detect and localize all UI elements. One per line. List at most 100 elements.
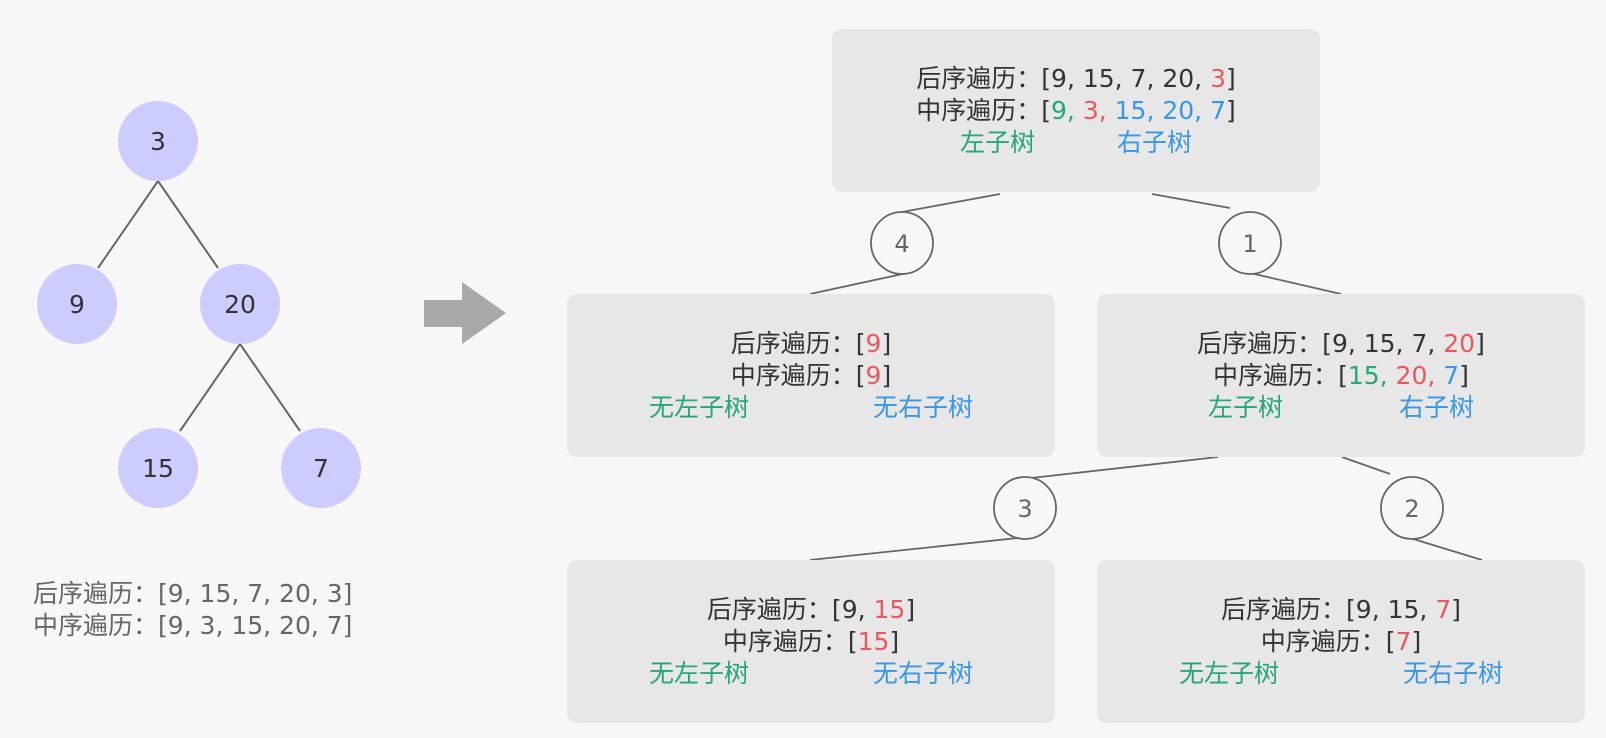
step-badge-4-label: 4 [894,230,909,258]
step-badge-2: 2 [1380,476,1444,540]
inorder-label: 中序遍历： [730,360,856,390]
left-subtree-label: 左子树 [1208,392,1284,422]
box-right-mid: 后序遍历：[9, 15, 7, 20] 中序遍历：[15, 20, 7] 左子树… [1097,294,1585,457]
caption-postorder: 后序遍历：[9, 15, 7, 20, 3] [33,579,353,608]
right-subtree-label: 右子树 [1398,392,1474,422]
tree-node-3-label: 3 [150,127,166,156]
traversal-caption: 后序遍历：[9, 15, 7, 20, 3] 中序遍历：[9, 3, 15, 2… [33,578,352,642]
step-badge-4: 4 [870,211,934,275]
no-right-subtree-label: 无右子树 [1402,658,1503,688]
step-badge-1-label: 1 [1242,230,1257,258]
inorder-root: 15 [857,626,890,656]
tree-node-9-circle [37,264,117,344]
tree-node-3: 3 [118,101,198,181]
inorder-right: 7 [1443,360,1460,390]
box-right-mid-subtrees: 左子树 右子树 [1208,392,1474,424]
step-badge-4-circle [870,211,934,275]
inorder-left: 9, [1051,95,1083,125]
tree-node-15-label: 15 [142,454,174,483]
box-right-bottom-subtrees: 无左子树 无右子树 [1179,658,1503,690]
connector-rightmid-to-rightbottom-lower [1409,537,1483,561]
box-root-inorder: 中序遍历：[9, 3, 15, 20, 7] [916,95,1236,125]
tree-node-20: 20 [200,264,280,344]
inorder-root: 3, [1082,95,1115,125]
caption-inorder: 中序遍历：[9, 3, 15, 20, 7] [33,611,353,640]
box-left-bottom: 后序遍历：[9, 15] 中序遍历：[15] 无左子树 无右子树 [567,560,1055,723]
box-right-bottom-postorder: 后序遍历：[9, 15, 7] [1221,594,1461,624]
postorder-rest: 9, 15, 7, [1331,328,1444,358]
tree-node-9: 9 [37,264,117,344]
edge-20-7 [239,343,301,432]
tree-node-9-label: 9 [69,290,85,319]
inorder-root: 9 [865,360,882,390]
box-left-mid-inorder: 中序遍历：[9] [730,360,892,390]
edge-3-9 [97,180,159,269]
inorder-label: 中序遍历： [722,626,848,656]
inorder-label: 中序遍历： [1213,360,1339,390]
box-left-mid: 后序遍历：[9] 中序遍历：[9] 无左子树 无右子树 [567,294,1055,457]
postorder-root-value: 15 [873,594,906,624]
postorder-label: 后序遍历： [1221,594,1347,624]
connector-top-to-left-upper [901,193,1001,213]
step-badge-3-label: 3 [1017,495,1032,523]
inorder-root: 20, [1395,360,1444,390]
box-left-bottom-postorder: 后序遍历：[9, 15] [706,594,916,624]
box-left-mid-subtrees: 无左子树 无右子树 [649,392,973,424]
step-badge-1: 1 [1218,211,1282,275]
postorder-root-value: 20 [1443,328,1476,358]
edge-3-20 [157,180,219,269]
step-badge-3: 3 [993,476,1057,540]
no-right-subtree-label: 无右子树 [872,658,973,688]
inorder-label: 中序遍历： [916,95,1042,125]
postorder-label: 后序遍历： [706,594,832,624]
postorder-root-value: 9 [865,328,882,358]
box-left-mid-postorder: 后序遍历：[9] [730,328,892,358]
inorder-left: 15, [1347,360,1396,390]
tree-node-15: 15 [118,428,198,508]
connector-top-to-left-lower [809,272,908,295]
connector-rightmid-to-leftbottom-upper [1030,456,1219,479]
tree-node-15-circle [118,428,198,508]
inorder-right: 15, 20, 7 [1114,95,1226,125]
tree-edges [97,180,301,432]
postorder-root-value: 7 [1435,594,1452,624]
step-badge-2-circle [1380,476,1444,540]
postorder-rest: 9, [841,594,874,624]
tree-node-3-circle [118,101,198,181]
no-right-subtree-label: 无右子树 [872,392,973,422]
postorder-label: 后序遍历： [730,328,856,358]
box-left-bottom-inorder: 中序遍历：[15] [722,626,900,656]
postorder-label: 后序遍历： [916,63,1042,93]
left-subtree-label: 左子树 [960,127,1036,157]
postorder-label: 后序遍历： [1197,328,1323,358]
right-arrow-icon [424,282,506,344]
box-root: 后序遍历：[9, 15, 7, 20, 3] 中序遍历：[9, 3, 15, 2… [832,29,1320,192]
box-root-subtrees: 左子树 右子树 [960,127,1192,159]
step-badge-3-circle [993,476,1057,540]
tree-node-7-label: 7 [313,454,329,483]
box-root-postorder: 后序遍历：[9, 15, 7, 20, 3] [916,63,1236,93]
box-left-bottom-subtrees: 无左子树 无右子树 [649,658,973,690]
connector-top-to-right-upper [1151,193,1231,209]
no-left-subtree-label: 无左子树 [649,392,750,422]
box-right-mid-inorder: 中序遍历：[15, 20, 7] [1213,360,1469,390]
step-badge-1-circle [1218,211,1282,275]
inorder-root: 7 [1395,626,1412,656]
tree-node-20-label: 20 [224,290,256,319]
no-left-subtree-label: 无左子树 [649,658,750,688]
right-subtree-label: 右子树 [1116,127,1192,157]
tree-node-7-circle [281,428,361,508]
box-right-mid-postorder: 后序遍历：[9, 15, 7, 20] [1197,328,1485,358]
box-right-bottom-inorder: 中序遍历：[7] [1260,626,1422,656]
postorder-root-value: 3 [1210,63,1226,93]
tree-node-20-circle [200,264,280,344]
postorder-rest: 9, 15, [1355,594,1436,624]
connector-rightmid-to-leftbottom-lower [809,536,1028,561]
connector-rightmid-to-rightbottom-upper [1341,456,1391,475]
connector-top-to-right-lower [1249,272,1342,295]
box-right-bottom: 后序遍历：[9, 15, 7] 中序遍历：[7] 无左子树 无右子树 [1097,560,1585,723]
inorder-label: 中序遍历： [1260,626,1386,656]
postorder-rest: 9, 15, 7, 20, [1051,63,1211,93]
